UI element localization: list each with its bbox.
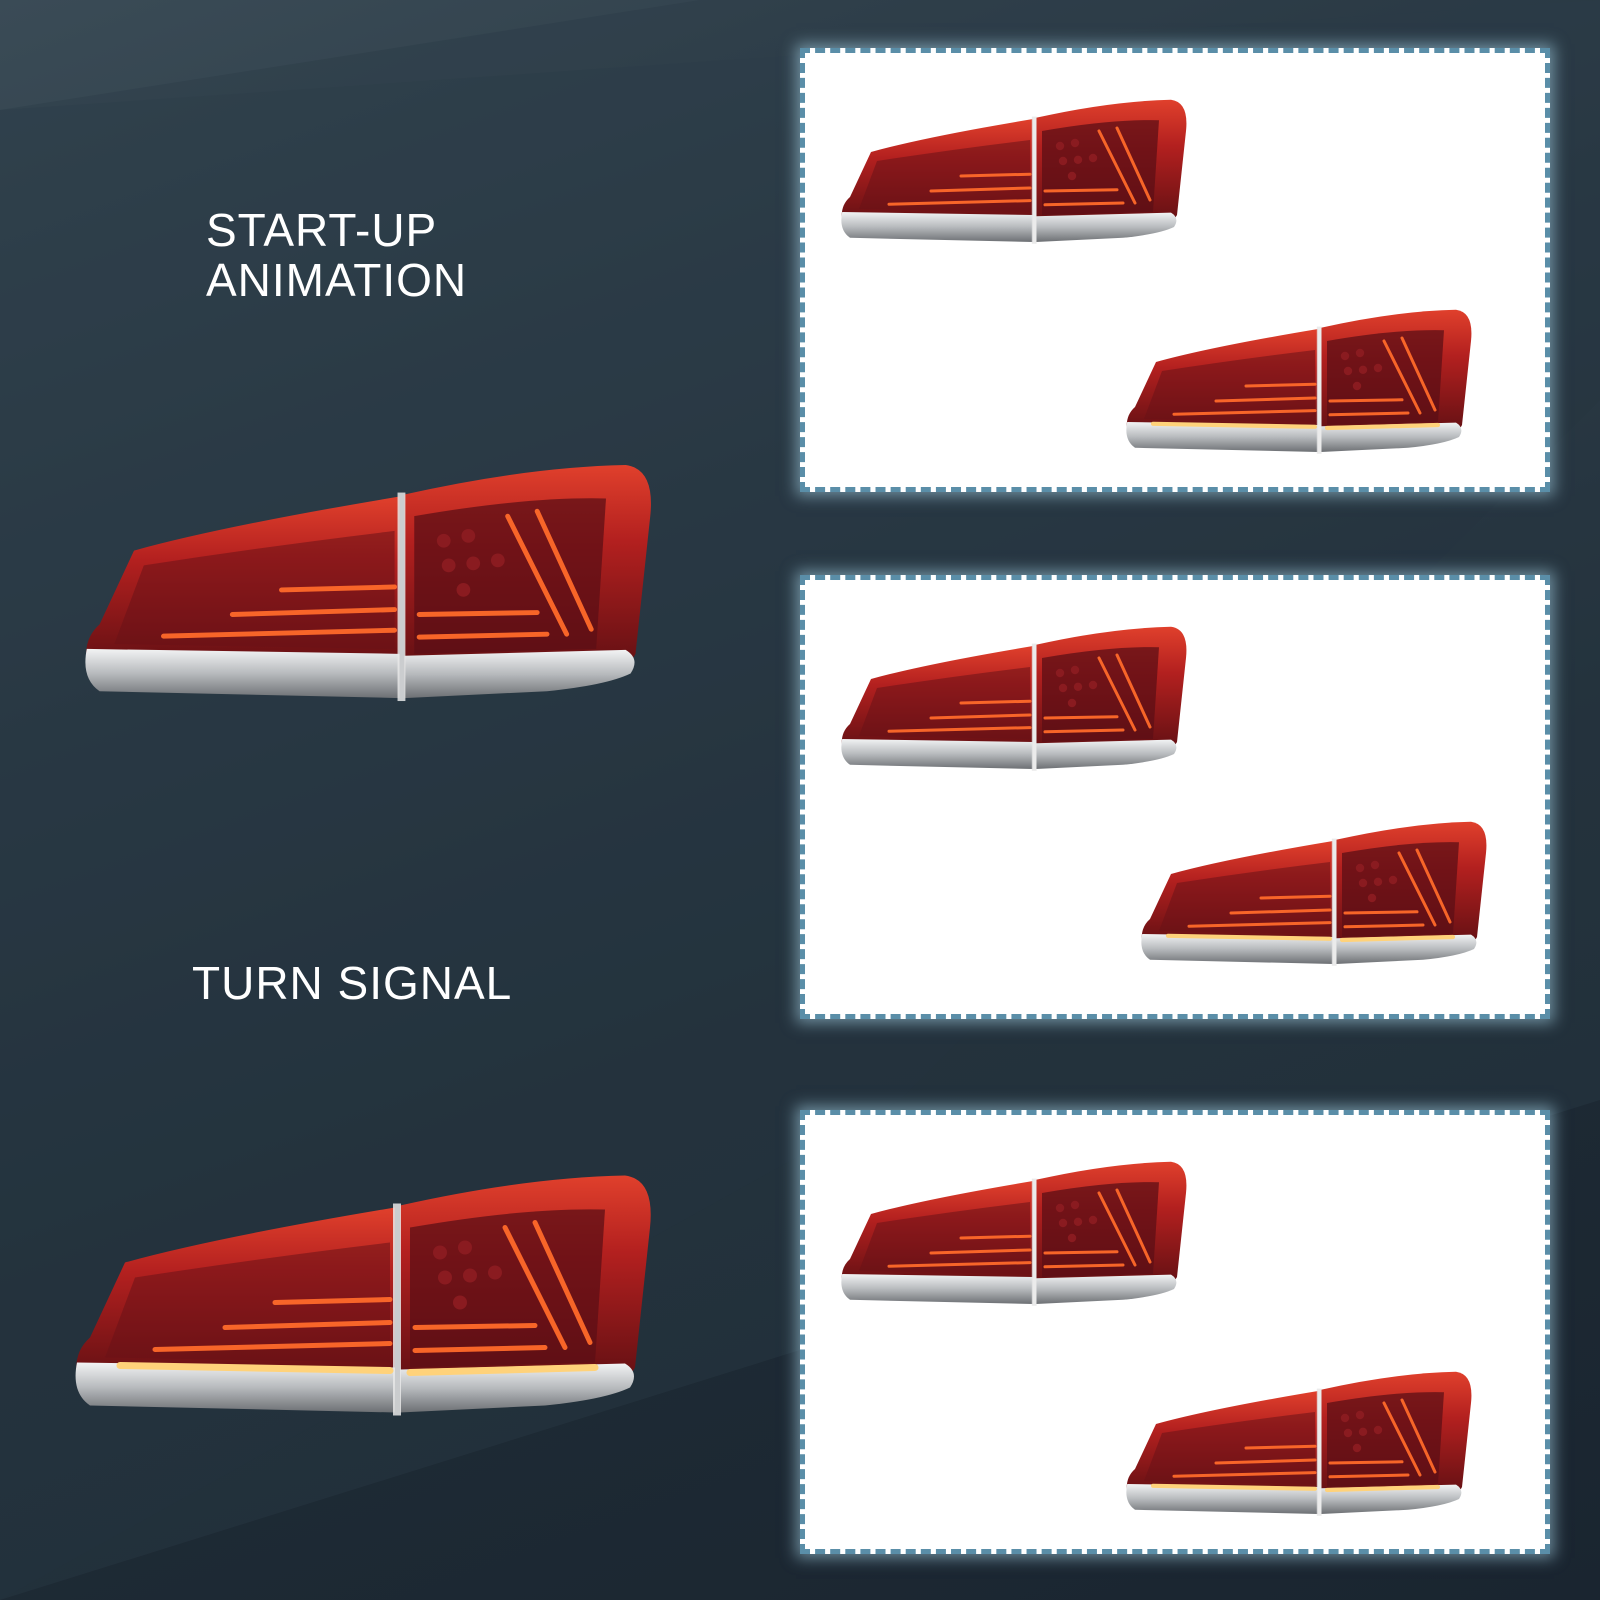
animation-frame-1 — [800, 48, 1550, 492]
animation-frame-2 — [800, 575, 1550, 1019]
tail-light-icon — [835, 1155, 1195, 1315]
tail-light-icon — [1120, 1365, 1480, 1525]
tail-light-icon — [1120, 303, 1480, 463]
tail-light-icon — [835, 93, 1195, 253]
turn-signal-label: TURN SIGNAL — [192, 957, 513, 1009]
tail-light-icon — [75, 455, 665, 715]
animation-frame-3 — [800, 1110, 1550, 1554]
tail-light-icon — [835, 620, 1195, 780]
tail-light-icon — [65, 1165, 665, 1430]
tail-light-icon — [1135, 815, 1495, 975]
startup-animation-label: START-UP ANIMATION — [206, 204, 468, 306]
